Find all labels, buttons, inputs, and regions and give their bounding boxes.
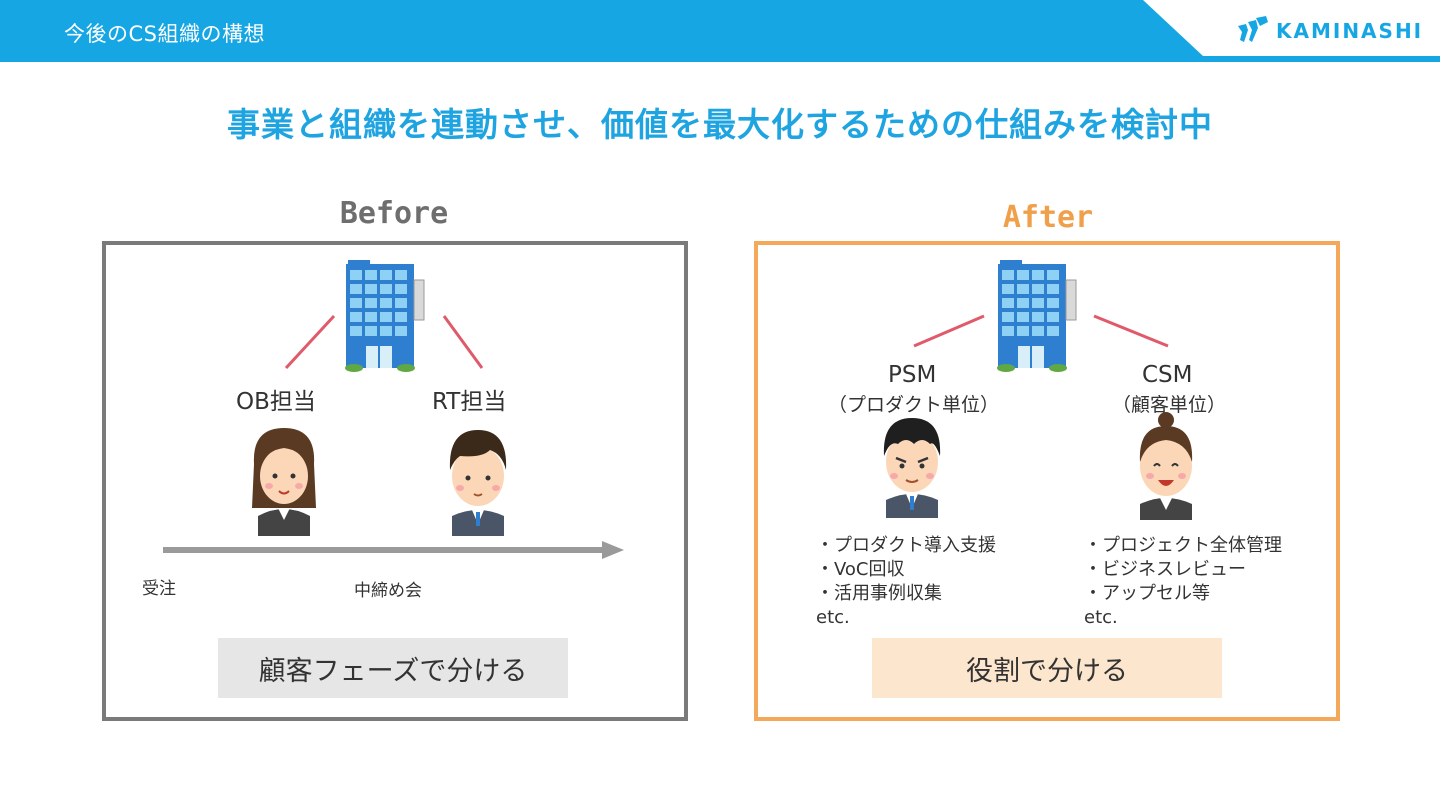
male-staff-avatar — [438, 424, 518, 536]
list-item: ・ビジネスレビュー — [1084, 559, 1246, 580]
list-item: ・プロジェクト全体管理 — [1084, 535, 1282, 556]
logo-text: KAMINASHI — [1276, 19, 1424, 43]
psm-task-list: ・プロダクト導入支援 ・VoC回収 ・活用事例収集 etc. — [816, 534, 996, 630]
before-callout: 顧客フェーズで分ける — [218, 638, 568, 698]
before-title: Before — [339, 196, 449, 231]
before-connector-lines — [284, 314, 484, 370]
after-callout: 役割で分ける — [872, 638, 1222, 698]
list-item: ・プロダクト導入支援 — [816, 535, 996, 556]
rt-role-label: RT担当 — [432, 389, 507, 415]
slide-headline: 事業と組織を連動させ、価値を最大化するための仕組みを検討中 — [227, 105, 1213, 144]
header-band-shape — [0, 0, 1440, 62]
list-item: etc. — [1084, 607, 1118, 628]
list-item: ・アップセル等 — [1084, 583, 1210, 604]
psm-label: PSM — [888, 362, 937, 388]
kaminashi-logo-icon — [1238, 16, 1268, 42]
female-staff-avatar — [244, 424, 324, 536]
csm-staff-avatar — [1126, 412, 1206, 520]
header-band — [0, 0, 1440, 62]
before-panel — [102, 241, 688, 721]
csm-sub-label: （顧客単位） — [1112, 394, 1227, 416]
after-panel — [754, 241, 1340, 721]
psm-sub-label: （プロダクト単位） — [828, 394, 1000, 416]
list-item: ・活用事例収集 — [816, 583, 942, 604]
timeline-mid-label: 中締め会 — [354, 581, 422, 601]
customer-timeline-arrow — [163, 541, 624, 559]
psm-staff-avatar — [872, 414, 952, 518]
list-item: ・VoC回収 — [816, 559, 905, 580]
company-building-icon — [342, 258, 426, 374]
after-connector-lines — [913, 314, 1169, 348]
header-title: 今後のCS組織の構想 — [64, 22, 265, 46]
csm-label: CSM — [1142, 362, 1193, 388]
csm-task-list: ・プロジェクト全体管理 ・ビジネスレビュー ・アップセル等 etc. — [1084, 534, 1282, 630]
ob-role-label: OB担当 — [236, 389, 316, 415]
company-building-icon — [994, 258, 1078, 374]
company-logo: KAMINASHI — [1236, 14, 1423, 48]
timeline-start-label: 受注 — [142, 579, 176, 599]
list-item: etc. — [816, 607, 850, 628]
after-title: After — [1002, 200, 1094, 235]
